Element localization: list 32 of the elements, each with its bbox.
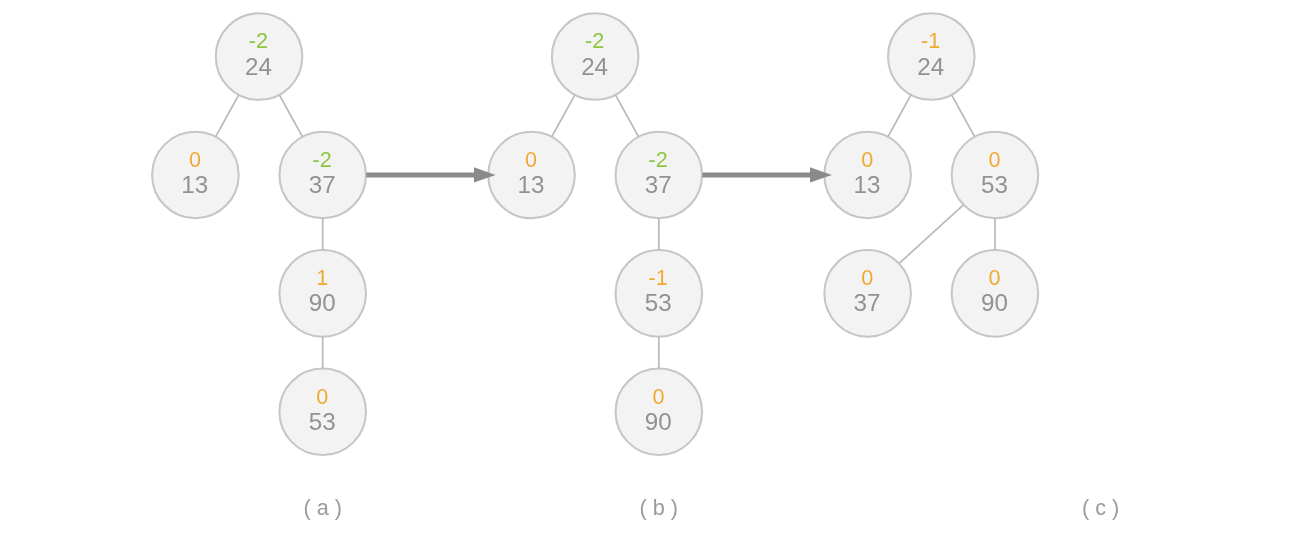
node-circle: -1 24	[886, 12, 976, 101]
node-circle: -2 37	[277, 130, 367, 220]
connector	[321, 335, 324, 369]
node-circle: -2 24	[550, 12, 639, 101]
arrow	[701, 167, 832, 183]
connector	[321, 217, 324, 251]
node-circle: -2 37	[614, 130, 703, 220]
connector	[886, 93, 912, 138]
connector	[278, 93, 303, 138]
node-circle: -1 53	[614, 249, 703, 338]
label: ( b )	[639, 495, 678, 521]
node-circle: 0 53	[950, 130, 1039, 220]
node-circle: 0 13	[822, 130, 912, 220]
arrow	[365, 167, 496, 183]
node-circle: 0 13	[150, 130, 240, 220]
connector	[657, 217, 660, 251]
connector	[993, 217, 996, 251]
connector	[657, 335, 660, 369]
node-circle: 0 37	[822, 249, 912, 338]
label: ( a )	[302, 495, 342, 521]
label: ( c )	[1081, 495, 1119, 521]
node-circle: 0 53	[277, 367, 367, 457]
connector	[214, 93, 240, 138]
connector	[550, 93, 576, 138]
connector	[614, 93, 639, 138]
connector	[950, 93, 975, 138]
node-circle: -2 24	[214, 12, 303, 101]
node-circle: 0 13	[486, 130, 576, 220]
node-circle: 0 90	[614, 367, 703, 457]
node-circle: 0 90	[950, 249, 1039, 338]
connector	[897, 204, 964, 265]
node-circle: 1 90	[277, 249, 367, 338]
